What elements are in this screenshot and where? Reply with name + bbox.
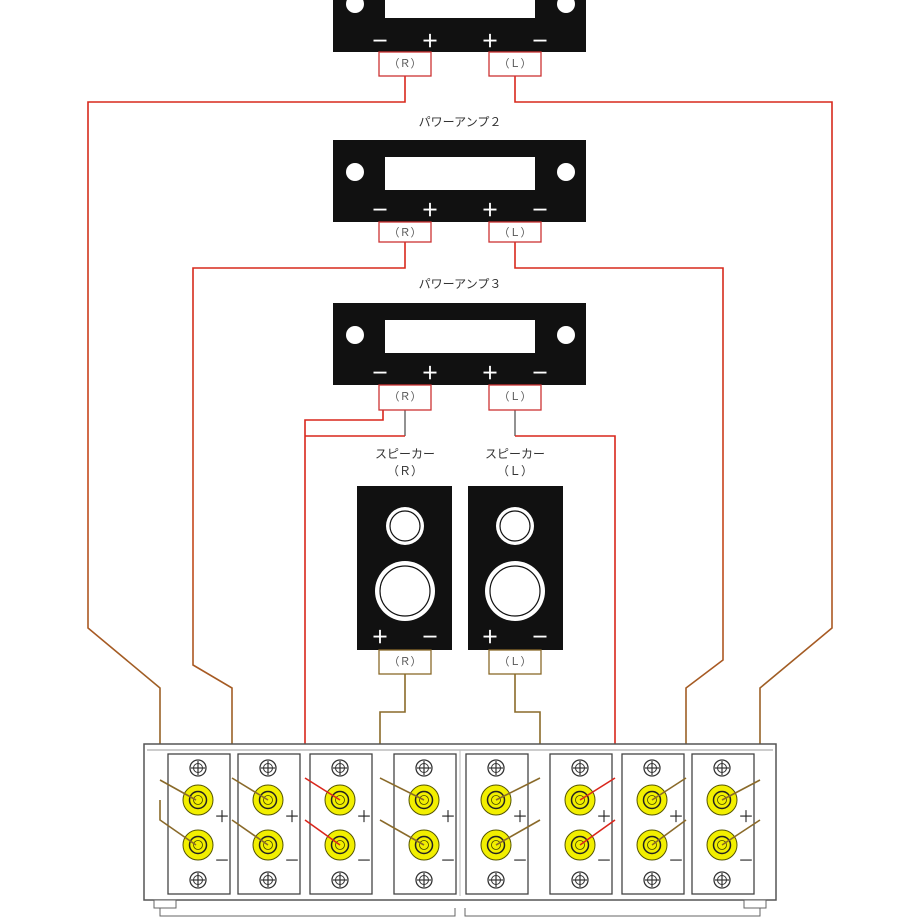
speaker-r-minus: － xyxy=(422,628,439,648)
minus-sign: － xyxy=(356,851,372,870)
plus-sign: ＋ xyxy=(440,807,456,826)
minus-sign: － xyxy=(596,851,612,870)
screw-icon xyxy=(415,759,433,777)
screw-icon xyxy=(571,759,589,777)
speaker-l-minus: － xyxy=(532,628,549,648)
amp2-minus-l: － xyxy=(532,201,549,221)
amp1-plus-l: ＋ xyxy=(482,32,499,52)
wire-amp2-r xyxy=(192,242,406,800)
terminal-module-1: ＋－ xyxy=(167,753,231,895)
speaker-l-label: スピーカー xyxy=(485,447,545,461)
screw-icon xyxy=(415,871,433,889)
plus-sign: ＋ xyxy=(668,807,684,826)
terminal-module-2: ＋－ xyxy=(237,753,301,895)
screw-icon xyxy=(571,871,589,889)
screw-icon xyxy=(487,759,505,777)
plus-sign: ＋ xyxy=(738,807,754,826)
minus-sign: － xyxy=(738,851,754,870)
plus-sign: ＋ xyxy=(356,807,372,826)
amp3-plus-l: ＋ xyxy=(482,364,499,384)
amp2-plus-l: ＋ xyxy=(482,201,499,221)
terminal-module-6: ＋－ xyxy=(549,753,613,895)
amp3-minus-r: － xyxy=(372,364,389,384)
terminal-module-7: ＋－ xyxy=(621,753,685,895)
screw-icon xyxy=(331,871,349,889)
terminal-plus-1[interactable] xyxy=(182,784,214,816)
amp2-plus-r: ＋ xyxy=(422,201,439,221)
screw-icon xyxy=(487,871,505,889)
amp2-label: パワーアンプ２ xyxy=(419,115,502,129)
speaker-l-ch: （Ｌ） xyxy=(497,464,533,478)
amp3-ch-r: （Ｒ） xyxy=(389,390,422,403)
amp1-ch-r: （Ｒ） xyxy=(389,57,422,70)
plus-sign: ＋ xyxy=(596,807,612,826)
speaker-l-jack: （Ｌ） xyxy=(499,655,532,668)
amp3-minus-l: － xyxy=(532,364,549,384)
terminal-module-5: ＋－ xyxy=(465,753,529,895)
speaker-r-label: スピーカー xyxy=(375,447,435,461)
wire-amp3-r xyxy=(304,410,384,800)
minus-sign: － xyxy=(440,851,456,870)
amp1-minus-l: － xyxy=(532,32,549,52)
terminal-module-8: ＋－ xyxy=(691,753,755,895)
wire-amp1-r xyxy=(87,76,406,800)
wire-group xyxy=(87,76,833,800)
amp1-plus-r: ＋ xyxy=(422,32,439,52)
amp3-label: パワーアンプ３ xyxy=(419,277,502,291)
wire-amp1-l xyxy=(514,76,833,800)
plus-sign: ＋ xyxy=(512,807,528,826)
minus-sign: － xyxy=(668,851,684,870)
minus-sign: － xyxy=(214,851,230,870)
speaker-r-jack: （Ｒ） xyxy=(389,655,422,668)
wire-amp3-l-red xyxy=(515,435,616,800)
screw-icon xyxy=(713,759,731,777)
terminal-module-3: ＋－ xyxy=(309,753,373,895)
amp2-ch-l: （Ｌ） xyxy=(499,226,532,239)
plus-sign: ＋ xyxy=(214,807,230,826)
screw-icon xyxy=(713,871,731,889)
speaker-r: ＋ － （Ｒ） xyxy=(357,486,452,675)
selector-unit: ＋－＋－＋－＋－＋－＋－＋－＋－ xyxy=(143,743,777,917)
speaker-r-ch: （Ｒ） xyxy=(387,464,423,478)
terminal-minus-1[interactable] xyxy=(182,829,214,861)
speaker-l-plus: ＋ xyxy=(482,628,499,648)
screw-icon xyxy=(259,871,277,889)
screw-icon xyxy=(331,759,349,777)
screw-icon xyxy=(189,871,207,889)
amp1-minus-r: － xyxy=(372,32,389,52)
minus-sign: － xyxy=(284,851,300,870)
terminal-plus-5[interactable] xyxy=(480,784,512,816)
amp3-ch-l: （Ｌ） xyxy=(499,390,532,403)
speaker-l: ＋ － （Ｌ） xyxy=(468,486,563,675)
amp1-ch-l: （Ｌ） xyxy=(499,57,532,70)
amp2-minus-r: － xyxy=(372,201,389,221)
terminal-wire-ends xyxy=(159,777,761,846)
power-amp-2: － ＋ ＋ － （Ｒ） （Ｌ） xyxy=(333,140,586,243)
minus-sign: － xyxy=(512,851,528,870)
amp2-ch-r: （Ｒ） xyxy=(389,226,422,239)
power-amp-1: － ＋ ＋ － （Ｒ） （Ｌ） xyxy=(333,0,586,77)
wire-amp2-l xyxy=(514,242,724,800)
power-amp-3: － ＋ ＋ － （Ｒ） （Ｌ） xyxy=(333,303,586,411)
screw-icon xyxy=(643,759,661,777)
screw-icon xyxy=(259,759,277,777)
amp3-plus-r: ＋ xyxy=(422,364,439,384)
speaker-r-plus: ＋ xyxy=(372,628,389,648)
screw-icon xyxy=(643,871,661,889)
terminal-module-4: ＋－ xyxy=(393,753,457,895)
plus-sign: ＋ xyxy=(284,807,300,826)
screw-icon xyxy=(189,759,207,777)
